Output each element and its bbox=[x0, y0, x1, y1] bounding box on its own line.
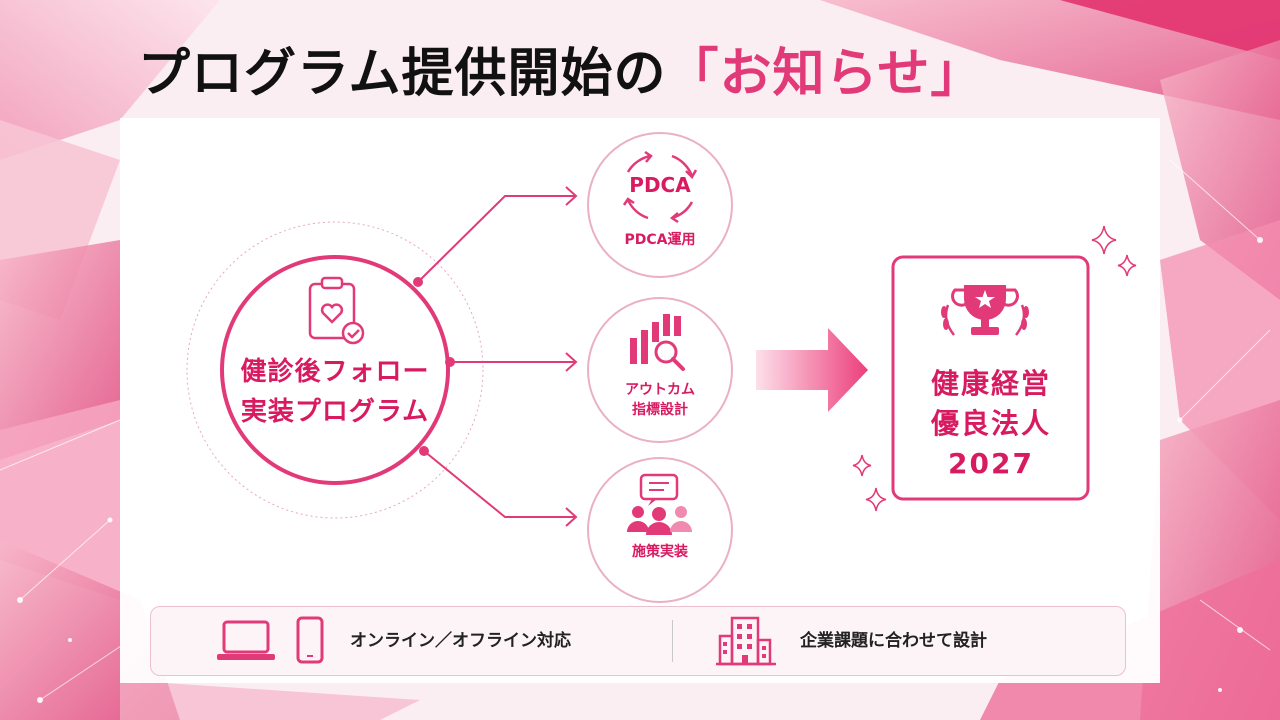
outcome-label: アウトカム 指標設計 bbox=[600, 380, 720, 420]
connector-lines bbox=[417, 186, 578, 527]
pdca-icon-text: PDCA bbox=[629, 173, 691, 197]
policy-label: 施策実装 bbox=[632, 544, 688, 560]
page-title: プログラム提供開始の「お知らせ」 bbox=[138, 36, 983, 112]
building-icon bbox=[716, 616, 776, 666]
award-box bbox=[891, 255, 1090, 501]
smartphone-icon bbox=[296, 616, 324, 664]
center-program-label: 健診後フォロー 実装プログラム bbox=[225, 352, 445, 432]
award-line-3: 2027 bbox=[948, 447, 1034, 480]
title-highlight: 「お知らせ」 bbox=[666, 44, 984, 104]
custom-design-text: 企業課題に合わせて設計 bbox=[800, 631, 987, 651]
center-node bbox=[186, 221, 484, 519]
device-icons bbox=[217, 616, 324, 664]
trophy-laurel-icon bbox=[941, 285, 1029, 336]
progress-arrow bbox=[756, 328, 868, 412]
bar-divider bbox=[672, 620, 673, 662]
title-main: プログラム提供開始の bbox=[138, 44, 667, 104]
center-line-1: 健診後フォロー bbox=[240, 357, 430, 387]
laptop-icon bbox=[217, 620, 275, 660]
sparkle-icon bbox=[852, 225, 1137, 512]
pdca-node bbox=[587, 132, 733, 278]
outcome-line-2: 指標設計 bbox=[632, 402, 688, 418]
chart-magnifier-icon bbox=[630, 314, 685, 371]
award-line-1: 健康経営 bbox=[930, 367, 1051, 400]
people-chat-icon bbox=[627, 473, 692, 535]
clipboard-heart-icon bbox=[308, 276, 365, 345]
center-line-2: 実装プログラム bbox=[240, 397, 430, 427]
award-label: 健康経営 優良法人 2027 bbox=[895, 364, 1087, 484]
outcome-line-1: アウトカム bbox=[625, 382, 695, 398]
outcome-node bbox=[587, 297, 733, 443]
award-line-2: 優良法人 bbox=[930, 407, 1051, 440]
online-offline-text: オンライン／オフライン対応 bbox=[350, 631, 571, 651]
pdca-label: PDCA運用 bbox=[624, 232, 696, 248]
cycle-arrows-icon bbox=[622, 150, 698, 224]
